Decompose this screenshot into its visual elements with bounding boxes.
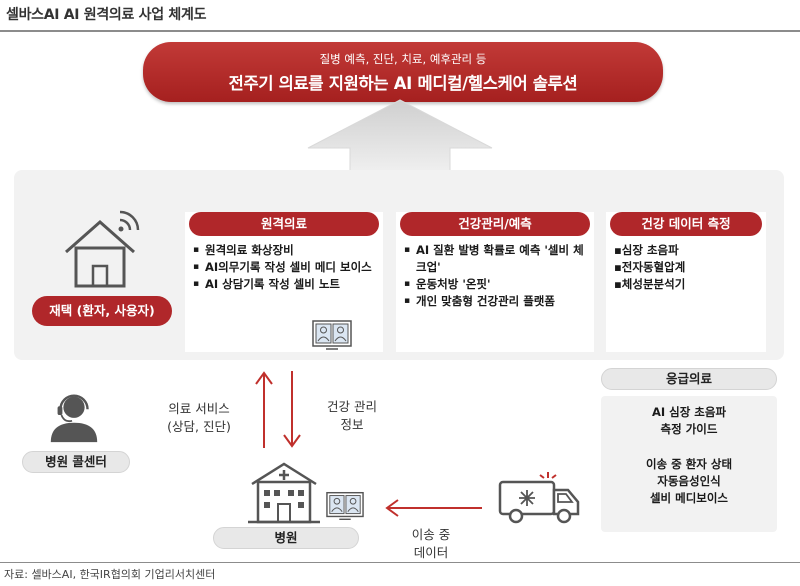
house-wifi-icon [65, 210, 140, 288]
emergency-section: 응급의료 AI 심장 초음파 측정 가이드 이송 중 환자 상태 자동음성인식 … [601, 368, 777, 568]
health-management-title: 건강관리/예측 [400, 212, 590, 236]
telemedicine-card: 원격의료 원격의료 화상장비 AI의무기록 작성 셀비 메디 보이스 AI 상담… [185, 212, 383, 352]
list-item: 개인 맞춤형 건강관리 플랫폼 [404, 293, 590, 310]
health-data-title: 건강 데이터 측정 [610, 212, 762, 236]
hospital-label: 병원 [213, 527, 359, 549]
home-patient-label: 재택 (환자, 사용자) [32, 296, 172, 326]
arrow-up-icon [255, 371, 273, 448]
health-management-card: 건강관리/예측 AI 질환 발병 확률로 예측 '셀비 체크업' 운동처방 '온… [396, 212, 594, 352]
arrow-down-icon [283, 371, 301, 448]
list-item: AI 질환 발병 확률로 예측 '셀비 체크업' [404, 242, 590, 276]
health-info-label: 건강 관리 정보 [327, 399, 377, 432]
banner-subtitle: 질병 예측, 진단, 치료, 예후관리 등 [319, 52, 487, 66]
ambulance-icon [498, 472, 580, 524]
emergency-group-2: 이송 중 환자 상태 자동음성인식 셀비 메디보이스 [645, 457, 733, 505]
footer-divider [0, 562, 800, 563]
list-item: ▪체성분분석기 [614, 277, 686, 291]
telemedicine-title: 원격의료 [189, 212, 379, 236]
health-management-list: AI 질환 발병 확률로 예측 '셀비 체크업' 운동처방 '온핏' 개인 맞춤… [404, 242, 590, 310]
solution-banner: 질병 예측, 진단, 치료, 예후관리 등 전주기 의료를 지원하는 AI 메디… [143, 42, 663, 102]
telemedicine-list: 원격의료 화상장비 AI의무기록 작성 셀비 메디 보이스 AI 상담기록 작성… [193, 242, 379, 293]
banner-main-text: 전주기 의료를 지원하는 AI 메디컬/헬스케어 솔루션 [228, 74, 578, 93]
list-item: ▪전자동혈압계 [614, 260, 686, 274]
list-item: AI 상담기록 작성 셀비 노트 [193, 276, 379, 293]
medical-service-label: 의료 서비스 (상담, 진단) [167, 401, 231, 434]
hospital-building-icon [248, 462, 320, 524]
emergency-title: 응급의료 [601, 368, 777, 390]
list-item: AI의무기록 작성 셀비 메디 보이스 [193, 259, 379, 276]
call-center-agent-icon [50, 394, 98, 443]
title-divider [0, 30, 800, 32]
call-center-label: 병원 콜센터 [22, 451, 130, 473]
arrow-left-icon [385, 499, 482, 517]
video-call-icon [312, 320, 352, 350]
video-call-icon [326, 491, 364, 521]
emergency-body: AI 심장 초음파 측정 가이드 이송 중 환자 상태 자동음성인식 셀비 메디… [601, 396, 777, 532]
list-item: 운동처방 '온핏' [404, 276, 590, 293]
list-item: 원격의료 화상장비 [193, 242, 379, 259]
health-data-list: ▪심장 초음파 ▪전자동혈압계 ▪체성분분석기 [614, 242, 762, 293]
transfer-data-label: 이송 중 데이터 [411, 527, 451, 560]
health-data-card: 건강 데이터 측정 ▪심장 초음파 ▪전자동혈압계 ▪체성분분석기 [606, 212, 766, 352]
list-item: ▪심장 초음파 [614, 243, 679, 257]
upward-arrow-icon [307, 99, 493, 178]
source-footnote: 자료: 셀바스AI, 한국IR협의회 기업리서치센터 [4, 568, 216, 581]
emergency-group-1: AI 심장 초음파 측정 가이드 [651, 405, 727, 436]
page-title: 셀바스AI AI 원격의료 사업 체계도 [6, 7, 207, 23]
